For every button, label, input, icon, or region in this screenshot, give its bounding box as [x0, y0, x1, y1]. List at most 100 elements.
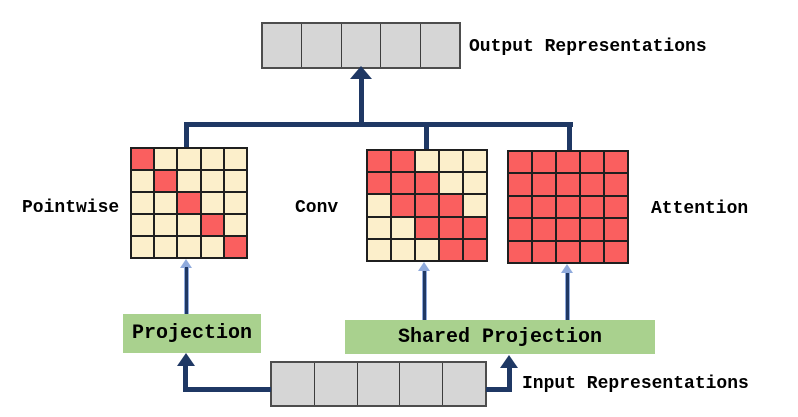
matrix-cell — [439, 172, 463, 195]
input-representations-label: Input Representations — [522, 374, 749, 394]
matrix-cell — [532, 240, 556, 263]
matrix-cell — [367, 172, 391, 195]
matrix-cell — [177, 214, 201, 236]
matrix-cell — [556, 173, 580, 196]
matrix-cell — [367, 194, 391, 217]
matrix-cell — [508, 151, 532, 174]
matrix-cell — [200, 170, 224, 192]
matrix-cell — [177, 170, 201, 192]
matrix-cell — [532, 218, 556, 241]
output-arrow-line — [359, 78, 364, 124]
input-to-shared-projection-arrow-horizontal — [486, 387, 511, 392]
branch-connector-line — [184, 122, 573, 127]
matrix-cell — [556, 218, 580, 241]
matrix-cell — [154, 192, 178, 214]
matrix-cell — [415, 194, 439, 217]
matrix-cell — [367, 238, 391, 261]
matrix-cell — [508, 173, 532, 196]
conv-branch-line — [424, 122, 429, 149]
attention-branch-line — [567, 122, 572, 150]
input-to-projection-arrow-vertical — [183, 366, 188, 392]
matrix-cell — [532, 151, 556, 174]
matrix-cell — [223, 214, 247, 236]
matrix-cell — [580, 195, 604, 219]
matrix-cell — [415, 172, 439, 195]
matrix-cell — [131, 214, 155, 236]
vector-cell — [314, 363, 358, 405]
matrix-cell — [200, 214, 224, 236]
matrix-cell — [391, 216, 415, 239]
conv-label: Conv — [295, 198, 339, 218]
matrix-cell — [131, 236, 155, 258]
matrix-cell — [580, 218, 604, 241]
matrix-cell — [604, 218, 628, 241]
matrix-cell — [223, 170, 247, 192]
output-representations-label: Output Representations — [469, 37, 707, 57]
vector-cell — [263, 24, 303, 67]
matrix-cell — [177, 148, 201, 170]
matrix-cell — [154, 170, 178, 192]
matrix-cell — [604, 240, 628, 263]
attention-matrix — [507, 150, 629, 264]
matrix-cell — [463, 150, 487, 173]
arrow-up-icon — [180, 259, 192, 268]
matrix-cell — [177, 192, 201, 214]
matrix-cell — [154, 214, 178, 236]
pointwise-matrix — [130, 147, 248, 259]
vector-cell — [272, 363, 315, 405]
matrix-cell — [463, 194, 487, 217]
matrix-cell — [580, 240, 604, 263]
matrix-cell — [200, 236, 224, 258]
input-to-projection-arrow-horizontal — [183, 387, 271, 392]
matrix-cell — [154, 236, 178, 258]
arrow-up-icon — [561, 264, 573, 273]
matrix-cell — [604, 173, 628, 196]
matrix-cell — [580, 173, 604, 196]
matrix-cell — [391, 194, 415, 217]
matrix-cell — [415, 238, 439, 261]
matrix-cell — [532, 195, 556, 219]
projection-box: Projection — [123, 314, 261, 353]
matrix-cell — [223, 236, 247, 258]
matrix-cell — [532, 173, 556, 196]
projection-label: Projection — [131, 322, 253, 345]
matrix-cell — [391, 150, 415, 173]
output-representations-vector — [261, 22, 461, 69]
input-representations-vector — [270, 361, 487, 407]
matrix-cell — [508, 240, 532, 263]
attention-label: Attention — [651, 199, 749, 219]
vector-cell — [381, 24, 421, 67]
vector-cell — [341, 24, 382, 67]
shared-projection-label: Shared Projection — [397, 325, 603, 349]
matrix-cell — [556, 240, 580, 263]
matrix-cell — [391, 172, 415, 195]
matrix-cell — [463, 238, 487, 261]
arrow-up-icon — [418, 262, 430, 271]
matrix-cell — [391, 238, 415, 261]
vector-cell — [420, 24, 460, 67]
shared-projection-to-conv-arrow — [422, 271, 427, 320]
matrix-cell — [439, 216, 463, 239]
matrix-cell — [508, 195, 532, 219]
matrix-cell — [580, 151, 604, 174]
vector-cell — [400, 363, 444, 405]
vector-cell — [443, 363, 485, 405]
matrix-cell — [154, 148, 178, 170]
matrix-cell — [463, 172, 487, 195]
matrix-cell — [604, 151, 628, 174]
shared-projection-box: Shared Projection — [345, 320, 655, 354]
matrix-cell — [415, 216, 439, 239]
matrix-cell — [463, 216, 487, 239]
projection-to-pointwise-arrow — [184, 267, 189, 314]
matrix-cell — [131, 170, 155, 192]
matrix-cell — [223, 148, 247, 170]
matrix-cell — [508, 218, 532, 241]
matrix-cell — [556, 151, 580, 174]
pointwise-label: Pointwise — [22, 198, 120, 218]
matrix-cell — [131, 192, 155, 214]
matrix-cell — [439, 194, 463, 217]
matrix-cell — [556, 195, 580, 219]
vector-cell — [357, 363, 401, 405]
matrix-cell — [223, 192, 247, 214]
